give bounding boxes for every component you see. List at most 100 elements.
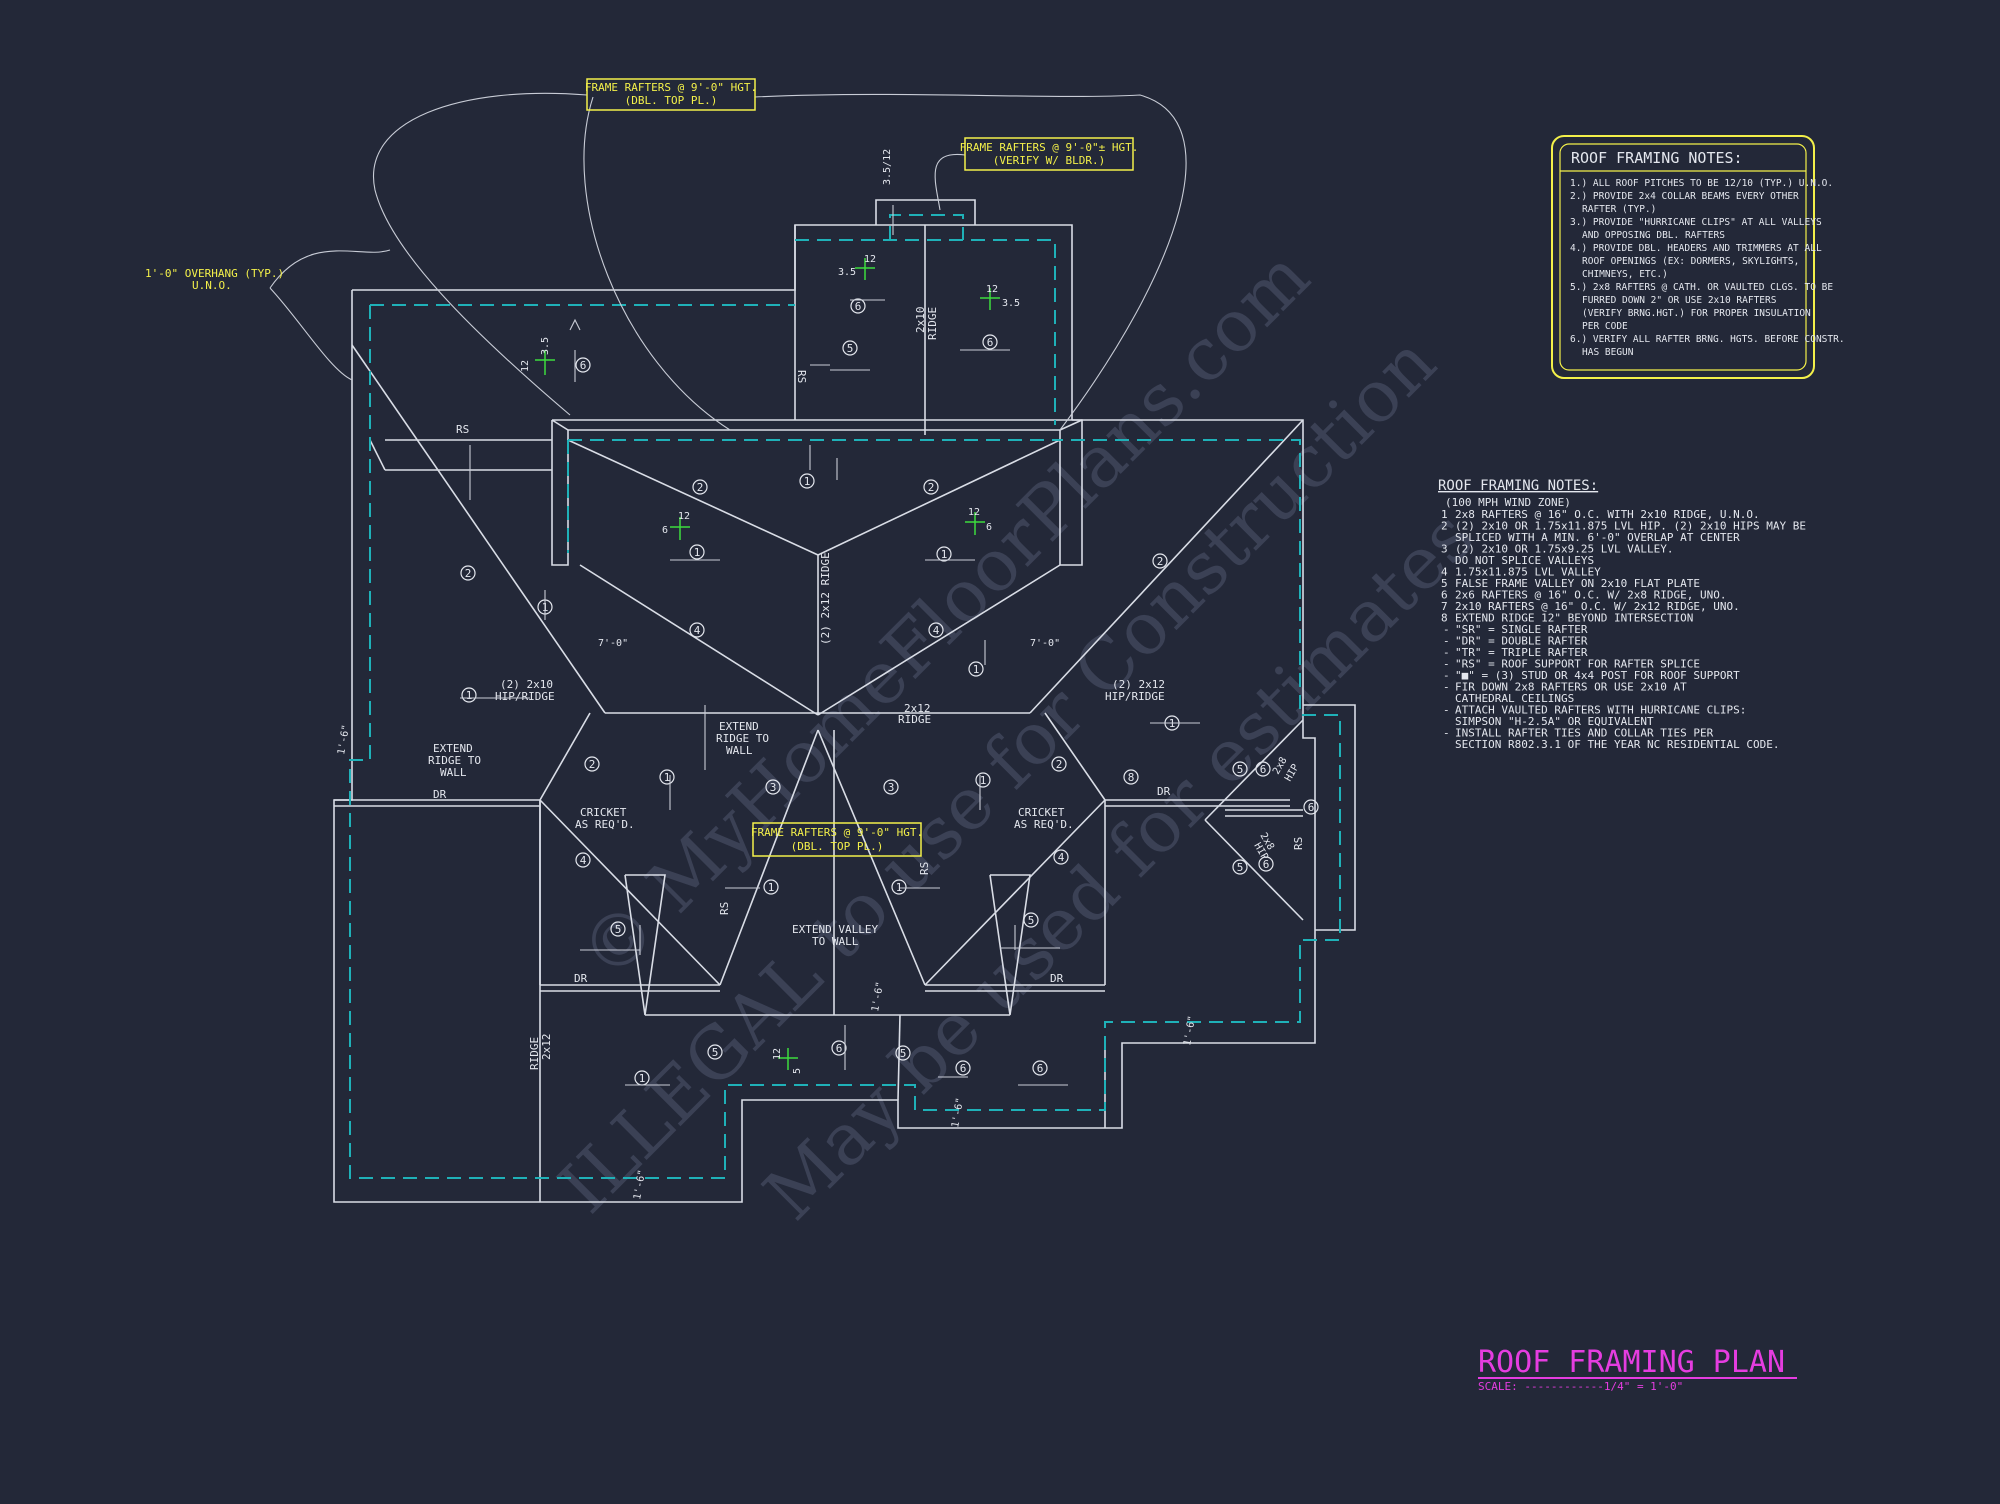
- rafter-key-marker: 3: [883, 779, 899, 795]
- notes-list-key: -: [1443, 623, 1450, 636]
- pitch-12-label: 12: [864, 254, 876, 265]
- rafter-key-marker: 1: [799, 473, 815, 489]
- rafter-key-number: 2: [928, 481, 935, 494]
- rafter-key-circle: [1258, 856, 1274, 872]
- rafter-key-circle: [707, 1044, 723, 1060]
- rafter-key-number: 1: [694, 546, 701, 559]
- sheet-scale: SCALE: ------------1/4" = 1'-0": [1478, 1380, 1683, 1393]
- frame-rafters-callout-top: [586, 78, 756, 111]
- rafter-key-circle: [1152, 553, 1168, 569]
- cricket-left-2: AS REQ'D.: [575, 818, 635, 831]
- rafter-key-number: 1: [980, 774, 987, 787]
- notes-list-item: 5 FALSE FRAME VALLEY ON 2x10 FLAT PLATE: [1441, 577, 1700, 590]
- rafter-key-marker: 6: [850, 298, 866, 314]
- notes-box-item: FURRED DOWN 2" OR USE 2x10 RAFTERS: [1582, 295, 1777, 306]
- extend-ridge-center-1: EXTEND: [719, 720, 759, 733]
- rafter-key-number: 6: [960, 1062, 967, 1075]
- plan-labels: RS RS RS RS RS DR DR DR DR RIDGE 2x10 (2…: [336, 149, 1305, 1201]
- notes-list-text: SECTION R802.3.1 OF THE YEAR NC RESIDENT…: [1455, 738, 1780, 751]
- rafter-key-circle: [460, 565, 476, 581]
- rafter-key-number: 6: [1260, 763, 1267, 776]
- rafter-key-number: 6: [1037, 1062, 1044, 1075]
- rafter-key-circle: [765, 779, 781, 795]
- hip-ridge-left-2: HIP/RIDGE: [495, 690, 555, 703]
- notes-list-text: (2) 2x10 OR 1.75x9.25 LVL VALLEY.: [1455, 543, 1674, 556]
- extend-ridge-left-2: RIDGE TO: [428, 754, 481, 767]
- pitch-mark: 12 6: [965, 507, 992, 535]
- extend-ridge-center-3: WALL: [726, 744, 753, 757]
- rafter-key-circle: [968, 661, 984, 677]
- rafter-key-number: 6: [987, 336, 994, 349]
- roof-framing-notes-list: ROOF FRAMING NOTES: (100 MPH WIND ZONE) …: [1438, 478, 1806, 751]
- rafter-key-number: 2: [697, 481, 704, 494]
- rafter-key-number: 1: [941, 548, 948, 561]
- rafter-key-marker: 1: [975, 772, 991, 788]
- rs-label: RS: [1292, 837, 1305, 850]
- notes-list-item: -"SR" = SINGLE RAFTER: [1443, 623, 1588, 636]
- notes-list-item: -"■" = (3) STUD OR 4x4 POST FOR ROOF SUP…: [1443, 669, 1740, 682]
- rafter-key-marker: 1: [891, 879, 907, 895]
- notes-list-key: 6: [1441, 589, 1448, 602]
- dim-7-0-left: 7'-0": [598, 638, 628, 649]
- rafter-key-circle: [831, 1040, 847, 1056]
- rafter-key-marker: 2: [1051, 756, 1067, 772]
- notes-list-text: 2x6 RAFTERS @ 16" O.C. W/ 2x8 RIDGE, UNO…: [1455, 589, 1727, 602]
- pitch-12-label: 12: [678, 511, 690, 522]
- rafter-key-marker: 3: [765, 779, 781, 795]
- rafter-key-number: 1: [804, 475, 811, 488]
- dr-label: DR: [1050, 972, 1064, 985]
- notes-list-text: SIMPSON "H-2.5A" OR EQUIVALENT: [1455, 715, 1654, 728]
- overhang-note-line1: 1'-0" OVERHANG (TYP.): [145, 267, 284, 280]
- ridge-2x10-label: 2x10: [914, 307, 927, 334]
- notes-list-text: FIR DOWN 2x8 RAFTERS OR USE 2x10 AT: [1455, 681, 1687, 694]
- notes-list-item: -ATTACH VAULTED RAFTERS WITH HURRICANE C…: [1443, 704, 1746, 729]
- rafter-key-number: 5: [1028, 914, 1035, 927]
- notes-box-item: 3.) PROVIDE "HURRICANE CLIPS" AT ALL VAL…: [1570, 217, 1822, 228]
- notes-list-item: 6 2x6 RAFTERS @ 16" O.C. W/ 2x8 RIDGE, UN…: [1441, 589, 1727, 602]
- notes-list-key: 5: [1441, 577, 1448, 590]
- rafter-key-number: 6: [1308, 801, 1315, 814]
- rafter-key-marker: 5: [895, 1045, 911, 1061]
- rafter-key-circle: [1032, 1060, 1048, 1076]
- rafter-key-circle: [689, 622, 705, 638]
- notes-list-text: "SR" = SINGLE RAFTER: [1455, 623, 1588, 636]
- dr-label: DR: [433, 788, 447, 801]
- rafter-key-number: 5: [1237, 763, 1244, 776]
- rs-label: RS: [456, 423, 469, 436]
- rafter-key-number: 6: [1263, 858, 1270, 871]
- frame-rafters-center-line1: FRAME RAFTERS @ 9'-0" HGT.: [751, 826, 923, 839]
- rafter-key-circle: [850, 298, 866, 314]
- notes-box-item: RAFTER (TYP.): [1582, 204, 1656, 215]
- ridge-label: RIDGE: [898, 713, 931, 726]
- center-ridge-label: (2) 2x12 RIDGE: [819, 552, 832, 645]
- extend-valley-2: TO WALL: [812, 935, 859, 948]
- rafter-key-number: 5: [847, 342, 854, 355]
- rafter-key-number: 6: [836, 1042, 843, 1055]
- rafter-key-number: 1: [973, 663, 980, 676]
- rs-label: RS: [918, 862, 931, 875]
- notes-list-text: 2x8 RAFTERS @ 16" O.C. WITH 2x10 RIDGE, …: [1455, 508, 1760, 521]
- hip-ridge-right-2: HIP/RIDGE: [1105, 690, 1165, 703]
- rafter-key-marker: 4: [1053, 849, 1069, 865]
- eave-line: [349, 214, 1341, 1179]
- rafter-key-marker: 5: [707, 1044, 723, 1060]
- frame-rafters-top-line1: FRAME RAFTERS @ 9'-0" HGT.: [585, 81, 757, 94]
- rafter-key-circle: [1023, 912, 1039, 928]
- rs-label: RS: [718, 902, 731, 915]
- notes-box-item: CHIMNEYS, ETC.): [1582, 269, 1668, 280]
- notes-box-item: PER CODE: [1582, 321, 1628, 332]
- rafter-key-number: 3: [888, 781, 895, 794]
- rafter-key-circle: [1123, 769, 1139, 785]
- rafter-key-marker: 1: [968, 661, 984, 677]
- roof-framing-notes-box: ROOF FRAMING NOTES: 1.) ALL ROOF PITCHES…: [1551, 135, 1845, 379]
- rafter-key-marker: 6: [831, 1040, 847, 1056]
- notes-list-text: 2x10 RAFTERS @ 16" O.C. W/ 2x12 RIDGE, U…: [1455, 600, 1740, 613]
- extend-ridge-left-1: EXTEND: [433, 742, 473, 755]
- ridge-2x12-label: 2x12: [540, 1034, 553, 1061]
- extend-ridge-left-3: WALL: [440, 766, 467, 779]
- rafter-key-number: 6: [855, 300, 862, 313]
- notes-list-text: FALSE FRAME VALLEY ON 2x10 FLAT PLATE: [1455, 577, 1700, 590]
- rafter-key-marker: 6: [1303, 799, 1319, 815]
